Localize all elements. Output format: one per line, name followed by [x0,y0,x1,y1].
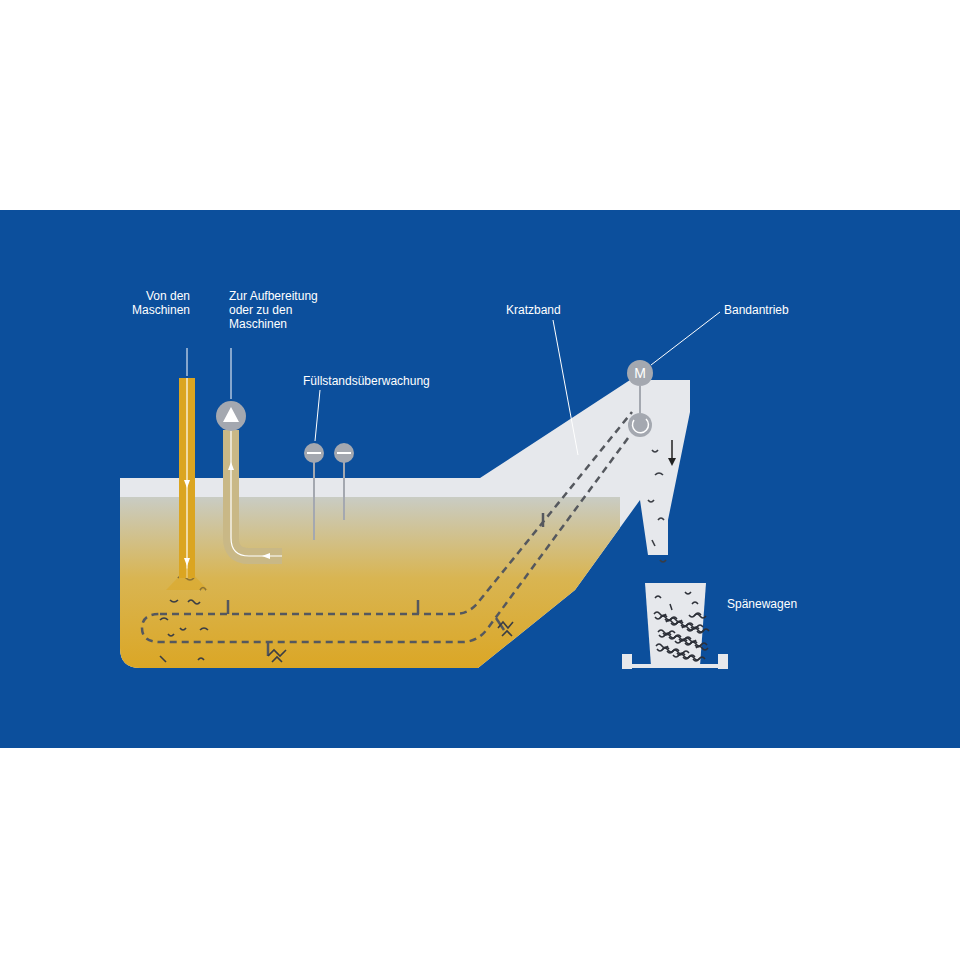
pipe-flow-line [231,430,282,556]
pump-triangle [223,407,239,422]
outlet-pipe [231,430,282,556]
callout-label: Bandantrieb [724,303,824,317]
inlet-pipe [179,378,195,578]
scraper-flights [228,513,558,656]
motor-circle: M [627,360,653,386]
chip-cart [622,583,728,669]
level-sensor [304,443,354,540]
motor-letter: M [627,360,653,386]
chip [657,647,669,651]
chip [689,613,701,617]
callout-label: Spänewagen [727,597,827,611]
drive-shaft [639,386,641,413]
chip [696,646,708,650]
scraper-belt [142,412,632,642]
chip [666,620,678,624]
callout-label: Füllstandsüberwachung [303,374,463,388]
flow-arrow-head [668,458,676,466]
pipe-flow-arrow [184,480,190,566]
belt-sprocket [628,413,652,437]
leader-line [187,312,720,455]
chip [659,633,671,637]
chip [673,653,685,657]
rotation-arrow [632,419,648,433]
callout-label: Kratzband [506,303,606,317]
chips-in-cart [654,592,709,661]
chip [675,639,687,643]
chip-heap [166,568,208,590]
callout-label: Von den Maschinen [120,289,190,317]
chip [655,615,667,619]
pump-symbol [216,401,246,431]
coolant [100,497,620,677]
motor-circle-shape [627,360,653,386]
background-band [0,210,960,748]
flow-arrow [671,440,673,460]
pipe-flow-line [186,378,187,578]
chip [682,626,694,630]
callout-label: Zur Aufbereitung oder zu den Maschinen [229,289,329,331]
pipe-flow-arrow [228,462,270,559]
